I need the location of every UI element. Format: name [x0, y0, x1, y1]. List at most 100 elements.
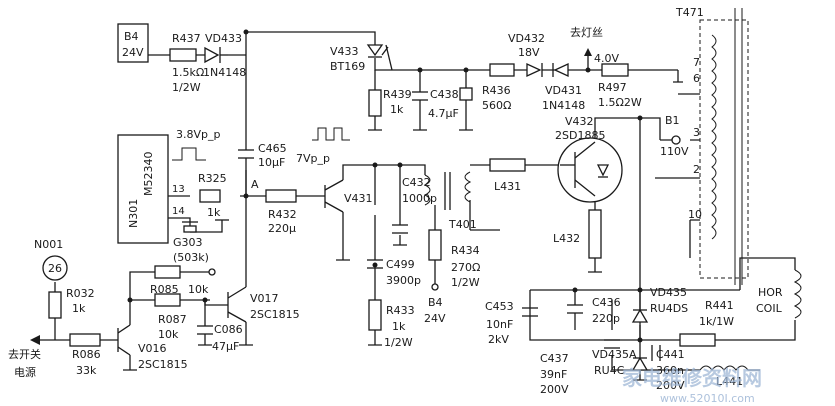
label-v432: V432: [565, 115, 594, 128]
label-c437: C437: [540, 352, 569, 365]
label-t471-pin3: 3: [693, 126, 700, 139]
vd435a-diode-icon: [631, 356, 649, 371]
label-to-filament: 去灯丝: [570, 26, 603, 39]
n001-connector: [42, 255, 68, 281]
c437-capacitor-icon: [604, 339, 620, 349]
r325-resistor: [199, 189, 221, 203]
l441-inductor: [699, 365, 760, 371]
r434-resistor: [428, 229, 442, 261]
label-t471: T471: [675, 6, 704, 19]
label-c437-value: 39nF: [540, 368, 567, 381]
r436-resistor: [459, 87, 473, 101]
label-b4-top-voltage: 24V: [122, 46, 144, 59]
label-r436-value: 560Ω: [482, 99, 511, 112]
g303-crystal-icon: [182, 221, 198, 233]
label-c086: C086: [214, 323, 243, 336]
label-r085: R085: [150, 283, 179, 296]
r032-resistor: [48, 291, 62, 319]
label-v431: V431: [344, 192, 373, 205]
r432-resistor: [265, 189, 297, 203]
label-t471-pin6: 6: [693, 72, 700, 85]
label-vd435a-type: RU4C: [594, 364, 625, 377]
label-c441-voltage: 200V: [656, 379, 685, 392]
label-c436-value: 220p: [592, 312, 620, 325]
label-c437-voltage: 200V: [540, 383, 569, 396]
r087-resistor: [154, 293, 181, 307]
r439-resistor: [368, 89, 382, 117]
label-r086-value: 33k: [76, 364, 97, 377]
c453-capacitor-icon: [522, 307, 538, 317]
power-switch-arrow-icon: [30, 335, 40, 345]
label-r497: R497: [598, 81, 627, 94]
t471-flyback-transformer: [677, 8, 749, 285]
label-c465-value: 10μF: [258, 156, 285, 169]
watermark-url: www.52010I.com: [660, 392, 755, 405]
b1-terminal: [671, 135, 681, 145]
b4-mid-terminal: [431, 283, 439, 291]
label-t471-pin10: 10: [688, 208, 702, 221]
label-r433-value: 1k: [392, 320, 406, 333]
label-vd431-type: 1N4148: [542, 99, 585, 112]
vd432-zener-icon: [489, 62, 543, 78]
label-c086-value: 47μF: [212, 340, 239, 353]
wires: [38, 31, 796, 380]
label-b1: B1: [665, 114, 680, 127]
label-l432: L432: [553, 232, 580, 245]
label-r439-value: 1k: [390, 103, 404, 116]
waveform-3.8vpp-icon: [172, 147, 206, 161]
watermark-text: 家电维修资料网: [622, 366, 762, 390]
label-r032: R032: [66, 287, 95, 300]
label-r325: R325: [198, 172, 227, 185]
label-v017: V017: [250, 292, 279, 305]
label-vd432: VD432: [508, 32, 545, 45]
v433-thyristor-icon: [366, 44, 389, 58]
c432-capacitor-icon: [392, 224, 408, 234]
label-c453-value: 10nF: [486, 318, 513, 331]
label-r434: R434: [451, 244, 480, 257]
v431-transistor-icon: [324, 179, 344, 213]
r085-terminal: [208, 268, 216, 276]
r497-resistor: [601, 63, 629, 77]
label-c432-value: 1000p: [402, 192, 437, 205]
label-b4-mid: B4: [428, 296, 443, 309]
label-n001: N001: [34, 238, 63, 251]
c441-capacitor-icon: [651, 345, 661, 361]
label-vd433-type: 1N4148: [203, 66, 246, 79]
label-r441-value: 1k/1W: [699, 315, 734, 328]
label-g303: G303: [173, 236, 203, 249]
label-v017-type: 2SC1815: [250, 308, 300, 321]
label-b1-voltage: 110V: [660, 145, 689, 158]
label-t471-pin2: 2: [693, 163, 700, 176]
v016-transistor-icon: [117, 324, 131, 356]
label-r433: R433: [386, 304, 415, 317]
label-c441: C441: [656, 348, 685, 361]
label-waveform-3.8vpp: 3.8Vp_p: [176, 128, 221, 141]
label-r087: R087: [158, 313, 187, 326]
label-r086: R086: [72, 348, 101, 361]
b4-supply-box: [117, 23, 149, 63]
label-r032-value: 1k: [72, 302, 86, 315]
r086-resistor: [69, 333, 101, 347]
vd435-damper-diode-icon: [631, 308, 649, 323]
label-c432: C432: [402, 176, 431, 189]
r433-resistor: [368, 299, 382, 331]
label-r437-power: 1/2W: [172, 81, 201, 94]
c499-capacitor-icon: [367, 259, 383, 275]
vd433-diode-icon: [204, 46, 228, 64]
label-r436: R436: [482, 84, 511, 97]
label-b4-mid-voltage: 24V: [424, 312, 446, 325]
label-l441: L441: [716, 375, 743, 388]
l431-inductor: [489, 158, 526, 172]
label-r432-value: 220μ: [268, 222, 296, 235]
label-r087-value: 10k: [158, 328, 179, 341]
label-r085-value: 10k: [188, 283, 209, 296]
label-n301-pin13: 13: [172, 184, 185, 195]
label-r432: R432: [268, 208, 297, 221]
label-hor-coil-line2: COIL: [756, 302, 783, 315]
label-r437: R437: [172, 32, 201, 45]
label-c499: C499: [386, 258, 415, 271]
filament-arrow-icon: [584, 48, 592, 56]
label-r434-power: 1/2W: [451, 276, 480, 289]
waveform-7vpp-icon: [312, 127, 350, 141]
c086-capacitor-icon: [197, 325, 213, 335]
